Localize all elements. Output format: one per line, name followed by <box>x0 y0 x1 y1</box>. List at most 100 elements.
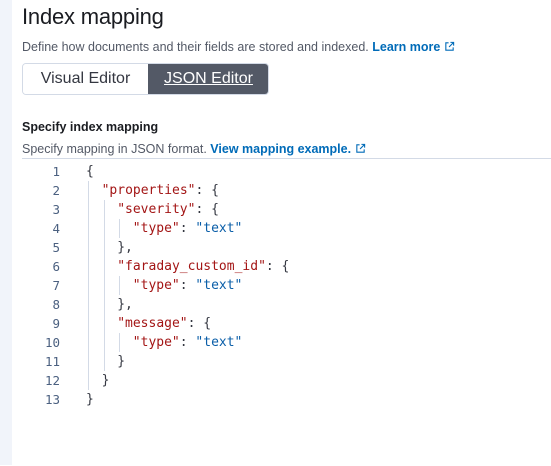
code-text: "message": { <box>117 314 211 333</box>
indent-guide <box>103 238 105 257</box>
line-number: 11 <box>44 354 60 369</box>
indent-guide <box>88 295 89 314</box>
code-text: }, <box>117 295 133 314</box>
indent-guide <box>88 257 89 276</box>
code-line: 13} <box>22 390 551 409</box>
view-mapping-example-label: View mapping example. <box>210 142 352 156</box>
code-line: 7 "type": "text" <box>22 276 551 295</box>
line-number: 12 <box>44 373 60 388</box>
json-punctuation: } <box>86 392 94 407</box>
code-line: 3 "severity": { <box>22 200 551 219</box>
json-punctuation: } <box>117 354 126 369</box>
page-description: Define how documents and their fields ar… <box>22 39 551 55</box>
indent-guide <box>103 219 105 238</box>
indent-guide <box>88 371 89 390</box>
line-number: 3 <box>52 202 60 217</box>
json-code-editor[interactable]: 1{2"properties": {3"severity": {4"type":… <box>22 158 551 466</box>
json-key: "type" <box>132 278 180 293</box>
indent-guide <box>88 352 89 371</box>
json-punctuation: : <box>179 221 196 236</box>
json-punctuation: } <box>101 373 110 388</box>
line-number: 7 <box>52 278 60 293</box>
indent-guide <box>103 352 105 371</box>
json-punctuation: : { <box>195 183 219 198</box>
json-value: "text" <box>195 335 243 350</box>
external-link-icon <box>356 143 366 153</box>
code-text: } <box>86 390 94 409</box>
code-text: "type": "text" <box>133 276 243 295</box>
indent-guide <box>103 200 105 219</box>
editor-mode-toggle: Visual Editor JSON Editor <box>22 63 269 95</box>
external-link-icon <box>445 41 455 51</box>
line-number: 8 <box>52 297 60 312</box>
json-value: "text" <box>195 221 243 236</box>
indent-guide <box>119 276 121 295</box>
code-line: 4 "type": "text" <box>22 219 551 238</box>
page-description-text: Define how documents and their fields ar… <box>22 40 369 54</box>
code-text: }, <box>117 238 133 257</box>
json-punctuation: }, <box>117 240 133 255</box>
json-punctuation: }, <box>117 297 133 312</box>
indent-guide <box>103 276 105 295</box>
learn-more-label: Learn more <box>372 40 441 54</box>
code-text: { <box>86 162 94 181</box>
code-text: "faraday_custom_id": { <box>117 257 289 276</box>
code-line: 5}, <box>22 238 551 257</box>
code-line: 9 "message": { <box>22 314 551 333</box>
indent-guide <box>119 219 121 238</box>
code-text: } <box>117 352 125 371</box>
json-key: "faraday_custom_id" <box>117 259 266 274</box>
indent-guide <box>119 333 121 352</box>
line-number: 1 <box>52 164 60 179</box>
line-number: 2 <box>52 183 60 198</box>
json-punctuation: { <box>86 164 94 179</box>
view-mapping-example-link[interactable]: View mapping example. <box>210 142 366 156</box>
indent-guide <box>88 276 89 295</box>
code-text: "type": "text" <box>133 219 243 238</box>
json-key: "message" <box>117 316 188 331</box>
section-description-text: Specify mapping in JSON format. <box>22 142 207 156</box>
indent-guide <box>88 314 89 333</box>
indent-guide <box>88 200 89 219</box>
json-key: "type" <box>132 335 180 350</box>
indent-guide <box>88 238 89 257</box>
json-punctuation: : { <box>265 259 290 274</box>
indent-guide <box>103 257 105 276</box>
code-text: "type": "text" <box>133 333 243 352</box>
line-number: 9 <box>52 316 60 331</box>
page-title: Index mapping <box>22 4 164 29</box>
code-text: "properties": { <box>102 181 219 200</box>
line-number: 13 <box>44 392 60 407</box>
tab-json-editor[interactable]: JSON Editor <box>148 64 268 94</box>
indent-guide <box>88 181 89 200</box>
indent-guide <box>103 333 105 352</box>
learn-more-link[interactable]: Learn more <box>372 40 455 54</box>
json-key: "severity" <box>117 202 196 217</box>
json-key: "properties" <box>101 183 196 198</box>
json-value: "text" <box>195 278 243 293</box>
json-punctuation: : { <box>187 316 212 331</box>
code-line: 11} <box>22 352 551 371</box>
left-rail <box>0 0 12 465</box>
tab-visual-editor[interactable]: Visual Editor <box>23 64 148 94</box>
line-number: 10 <box>44 335 60 350</box>
code-line: 1{ <box>22 162 551 181</box>
json-key: "type" <box>132 221 180 236</box>
code-text: } <box>102 371 110 390</box>
line-number: 4 <box>52 221 60 236</box>
json-punctuation: : <box>179 335 196 350</box>
code-line: 10 "type": "text" <box>22 333 551 352</box>
section-title: Specify index mapping <box>22 120 159 134</box>
code-text: "severity": { <box>117 200 219 219</box>
json-punctuation: : { <box>195 202 219 217</box>
indent-guide <box>88 219 89 238</box>
content-area: Index mapping Define how documents and t… <box>22 0 551 157</box>
indent-guide <box>103 295 105 314</box>
code-line: 2 "properties": { <box>22 181 551 200</box>
json-punctuation: : <box>179 278 196 293</box>
code-line: 6"faraday_custom_id": { <box>22 257 551 276</box>
code-line: 8}, <box>22 295 551 314</box>
indent-guide <box>88 333 89 352</box>
section-description: Specify mapping in JSON format. View map… <box>22 141 551 157</box>
